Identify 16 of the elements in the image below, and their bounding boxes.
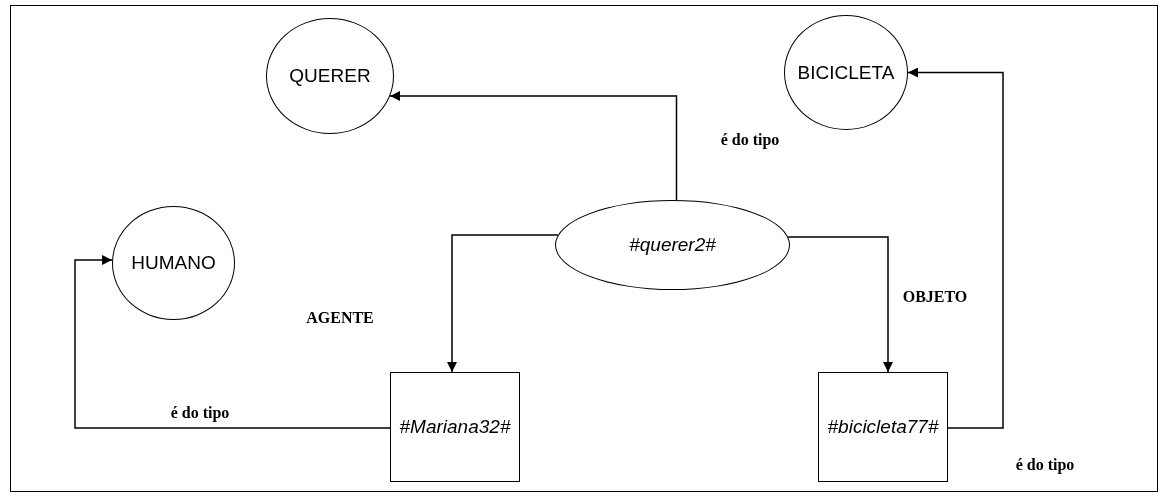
node-label: QUERER	[289, 65, 371, 87]
arrow	[389, 91, 678, 201]
arrow	[447, 234, 559, 373]
edge-label: é do tipo	[1013, 456, 1077, 474]
node-label: #bicicleta77#	[827, 416, 939, 438]
arrow	[787, 236, 893, 373]
node-label: #Mariana32#	[399, 416, 511, 438]
edge-label: é do tipo	[718, 131, 782, 149]
node-label: BICICLETA	[797, 61, 895, 84]
edge-label: é do tipo	[168, 404, 232, 422]
process-box	[390, 372, 520, 482]
node-label: #querer2#	[629, 234, 716, 256]
process-box	[818, 372, 948, 482]
arrow	[74, 255, 391, 429]
node-label: HUMANO	[131, 252, 216, 274]
arrow	[907, 67, 1004, 429]
